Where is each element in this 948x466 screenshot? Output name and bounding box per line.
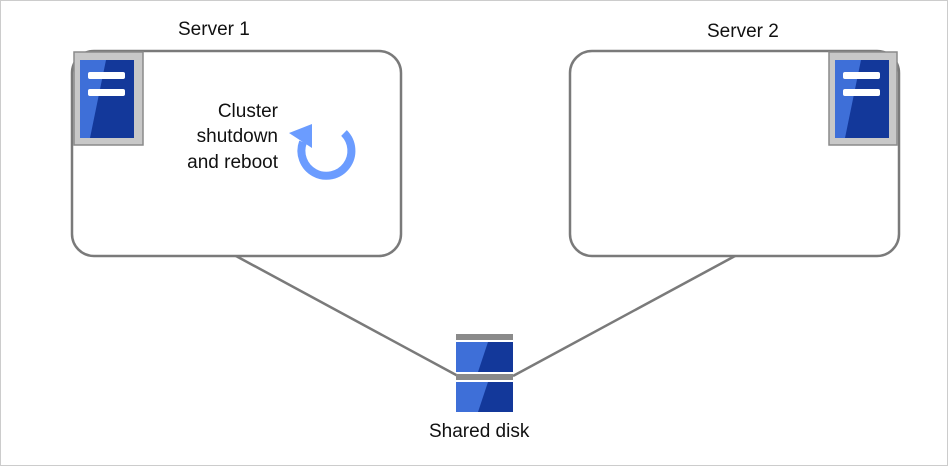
- server1-status-line-2: shutdown: [196, 126, 278, 147]
- server1-status-line-1: Cluster: [217, 101, 278, 122]
- disk-icon: [456, 334, 513, 412]
- server1-box: [70, 49, 403, 258]
- reboot-icon: [289, 124, 356, 180]
- connector-server2-disk: [512, 254, 736, 378]
- server2-server-icon: [828, 51, 898, 146]
- server1-title: Server 1: [178, 19, 250, 40]
- shared-disk-label: Shared disk: [429, 421, 530, 442]
- server2-box: [568, 49, 901, 258]
- connector-server1-disk: [235, 254, 459, 378]
- server1-server-icon: [73, 51, 144, 146]
- server2-title: Server 2: [707, 21, 779, 42]
- server1-status-line-3: and reboot: [187, 152, 278, 173]
